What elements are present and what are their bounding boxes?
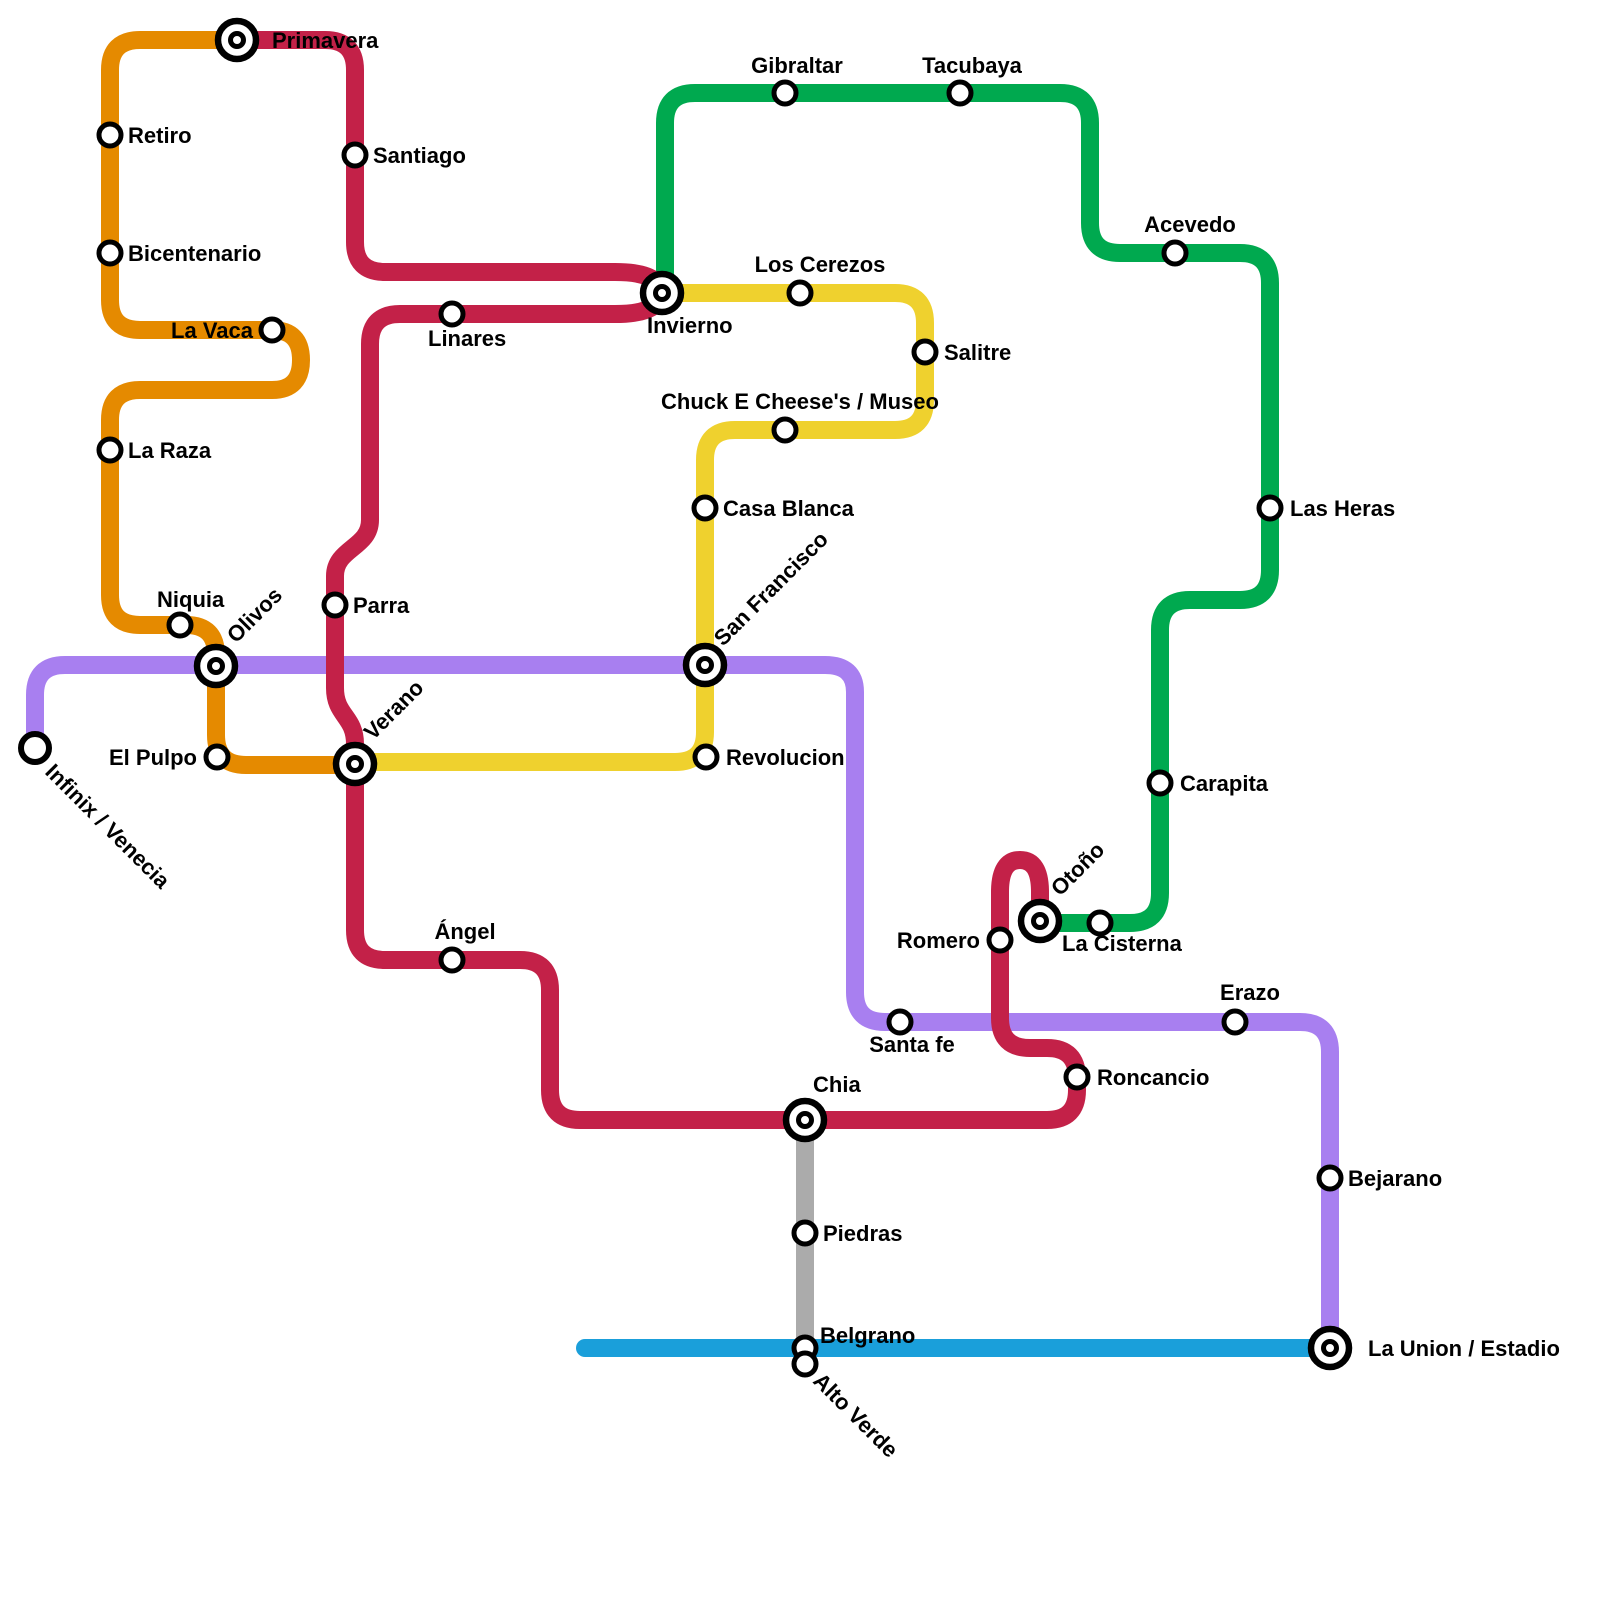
interchange-invierno[interactable] [639, 270, 685, 316]
station-label-las-heras: Las Heras [1290, 496, 1395, 521]
station-label-gibraltar: Gibraltar [751, 53, 843, 78]
interchange-la-union[interactable] [1307, 1325, 1353, 1371]
station-label-primavera: Primavera [272, 28, 379, 53]
station-bejarano[interactable] [1316, 1164, 1344, 1192]
station-gibraltar[interactable] [771, 79, 799, 107]
station-label-el-pulpo: El Pulpo [109, 745, 197, 770]
station-label-carapita: Carapita [1180, 771, 1269, 796]
station-label-romero: Romero [897, 928, 980, 953]
station-carapita[interactable] [1146, 769, 1174, 797]
station-retiro[interactable] [96, 121, 124, 149]
station-linares[interactable] [438, 300, 466, 328]
station-museo[interactable] [771, 416, 799, 444]
station-label-la-vaca: La Vaca [171, 318, 254, 343]
station-label-salitre: Salitre [944, 340, 1011, 365]
station-las-heras[interactable] [1256, 494, 1284, 522]
line-green [656, 84, 1279, 932]
interchange-olivos[interactable] [193, 643, 239, 689]
interchange-inner-ring [1031, 912, 1049, 930]
station-acevedo[interactable] [1161, 239, 1189, 267]
station-label-casa-blanca: Casa Blanca [723, 496, 855, 521]
station-label-bejarano: Bejarano [1348, 1166, 1442, 1191]
interchange-inner-ring [653, 284, 671, 302]
interchange-san-francisco[interactable] [682, 642, 728, 688]
station-label-santiago: Santiago [373, 143, 466, 168]
station-revolucion[interactable] [692, 743, 720, 771]
station-label-los-cerezos: Los Cerezos [755, 252, 886, 277]
station-bicentenario[interactable] [96, 239, 124, 267]
interchange-inner-ring [696, 656, 714, 674]
station-label-acevedo: Acevedo [1144, 212, 1236, 237]
station-label-niquia: Niquia [157, 587, 225, 612]
station-label-la-union: La Union / Estadio [1368, 1336, 1560, 1361]
station-label-la-cisterna: La Cisterna [1062, 931, 1183, 956]
station-la-vaca[interactable] [258, 316, 286, 344]
station-label-belgrano: Belgrano [820, 1323, 915, 1348]
station-label-invierno: Invierno [647, 313, 733, 338]
interchange-chia[interactable] [782, 1097, 828, 1143]
interchange-inner-ring [228, 31, 246, 49]
station-label-roncancio: Roncancio [1097, 1065, 1209, 1090]
station-roncancio[interactable] [1063, 1063, 1091, 1091]
station-piedras[interactable] [791, 1219, 819, 1247]
interchange-otono[interactable] [1017, 898, 1063, 944]
interchange-inner-ring [1321, 1339, 1339, 1357]
interchange-inner-ring [796, 1111, 814, 1129]
station-erazo[interactable] [1221, 1008, 1249, 1036]
station-label-revolucion: Revolucion [726, 745, 845, 770]
station-santiago[interactable] [341, 141, 369, 169]
station-label-museo: Chuck E Cheese's / Museo [661, 389, 939, 414]
station-label-parra: Parra [353, 593, 410, 618]
station-label-bicentenario: Bicentenario [128, 241, 261, 266]
station-los-cerezos[interactable] [786, 279, 814, 307]
station-label-santa-fe: Santa fe [869, 1032, 955, 1057]
line-purple [26, 656, 1339, 1357]
station-el-pulpo[interactable] [203, 743, 231, 771]
station-la-raza[interactable] [96, 436, 124, 464]
station-niquia[interactable] [166, 611, 194, 639]
station-alto-verde[interactable] [791, 1350, 819, 1378]
station-romero[interactable] [986, 926, 1014, 954]
station-label-angel: Ángel [434, 919, 495, 944]
station-casa-blanca[interactable] [691, 494, 719, 522]
station-label-chia: Chia [813, 1072, 861, 1097]
interchange-verano[interactable] [332, 741, 378, 787]
station-label-retiro: Retiro [128, 123, 192, 148]
interchange-inner-ring [207, 657, 225, 675]
station-label-la-raza: La Raza [128, 438, 212, 463]
interchange-primavera[interactable] [214, 17, 260, 63]
station-label-linares: Linares [428, 326, 506, 351]
station-infinix[interactable] [18, 731, 52, 765]
station-santa-fe[interactable] [886, 1008, 914, 1036]
station-angel[interactable] [438, 946, 466, 974]
station-la-cisterna[interactable] [1086, 909, 1114, 937]
station-parra[interactable] [321, 591, 349, 619]
station-label-erazo: Erazo [1220, 980, 1280, 1005]
station-salitre[interactable] [911, 338, 939, 366]
station-label-tacubaya: Tacubaya [922, 53, 1023, 78]
interchange-inner-ring [346, 755, 364, 773]
station-label-piedras: Piedras [823, 1221, 903, 1246]
station-tacubaya[interactable] [946, 79, 974, 107]
